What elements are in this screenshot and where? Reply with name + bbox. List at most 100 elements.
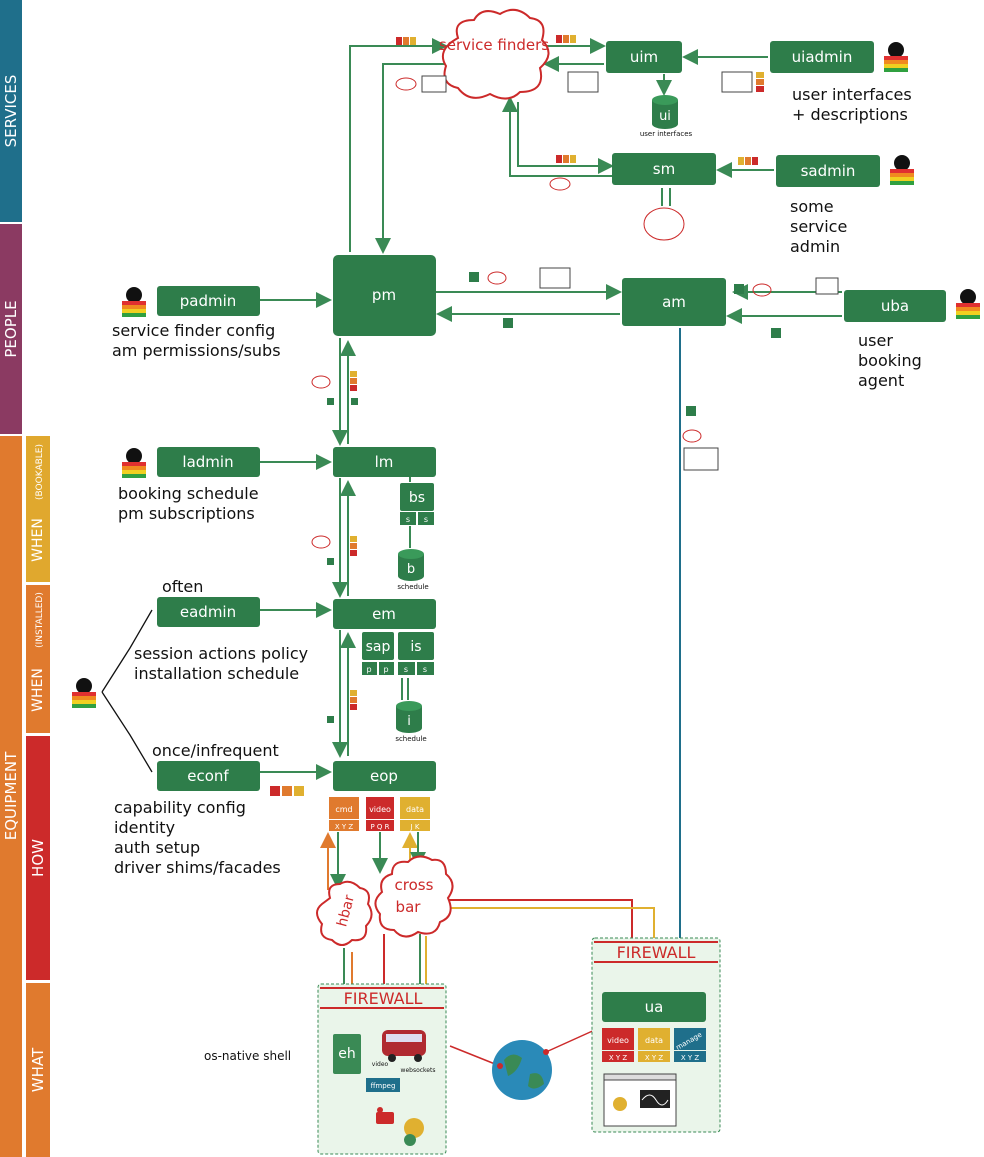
cmd-label: cmd (335, 805, 352, 814)
box-eh[interactable]: eh (333, 1034, 361, 1074)
box-is[interactable]: is s s (398, 632, 434, 675)
box-econf[interactable]: econf (157, 761, 260, 791)
band-people (0, 224, 22, 434)
crossbar-label-2: bar (396, 898, 422, 916)
bs-slot-2-label: s (424, 515, 428, 524)
ua-stream-manage[interactable]: manage X Y Z (674, 1028, 706, 1062)
person-icon-uiadmin (884, 42, 908, 72)
sap-slot-1-label: p (366, 665, 371, 674)
side-bands: SERVICES PEOPLE EQUIPMENT WHEN (BOOKABLE… (0, 0, 50, 1157)
stream-cmd[interactable]: cmd X Y Z (329, 797, 359, 831)
box-uim[interactable]: uim (606, 41, 682, 73)
box-lm[interactable]: lm (333, 447, 436, 477)
data-sub-label: J K (410, 823, 420, 831)
uiadmin-label: uiadmin (792, 48, 853, 66)
line-person-to-econf (101, 691, 153, 773)
uba-desc-3: agent (858, 371, 904, 390)
econf-desc-4: driver shims/facades (114, 858, 281, 877)
websockets-label: websockets (401, 1067, 436, 1074)
person-icon-uba (956, 289, 980, 319)
box-em[interactable]: em (333, 599, 436, 629)
ua-stream-video[interactable]: video X Y Z (602, 1028, 634, 1062)
band-services-label: SERVICES (2, 75, 20, 148)
window-token-icon (421, 71, 839, 471)
band-services (0, 0, 22, 222)
box-sm[interactable]: sm (612, 153, 716, 185)
sadmin-desc-1: some (790, 197, 834, 216)
ui-store-label: ui (659, 109, 671, 124)
band-how (26, 736, 50, 980)
eadmin-desc-2: installation schedule (134, 664, 299, 683)
box-pm[interactable]: pm (333, 255, 436, 336)
stream-video[interactable]: video P Q R (366, 797, 394, 831)
ffmpeg-label: ffmpeg (371, 1082, 396, 1090)
person-icon-equipment-admin (72, 678, 96, 708)
box-ladmin[interactable]: ladmin (157, 447, 260, 477)
service-finders-label: service finders (439, 36, 549, 54)
service-finders-shape (442, 8, 550, 100)
person-icon-ladmin (122, 448, 146, 478)
device-icon (404, 1118, 424, 1146)
b-store-caption: schedule (397, 583, 428, 591)
box-uba[interactable]: uba (844, 290, 946, 322)
box-sadmin[interactable]: sadmin (776, 155, 880, 187)
store-b[interactable]: b schedule (397, 549, 429, 591)
band-when-installed (26, 585, 50, 733)
box-sap[interactable]: sap p p (362, 632, 394, 675)
is-slot-2-label: s (423, 665, 427, 674)
band-what-label: WHAT (29, 1047, 47, 1092)
stream-data[interactable]: data J K (400, 797, 430, 831)
uiadmin-desc-1: user interfaces (792, 85, 912, 104)
i-store-caption: schedule (395, 735, 426, 743)
box-padmin[interactable]: padmin (157, 286, 260, 316)
van-icon (382, 1030, 426, 1062)
store-i[interactable]: i schedule (395, 701, 427, 743)
uba-label: uba (881, 297, 909, 315)
firewall-label-user: FIREWALL (617, 943, 696, 962)
box-bs[interactable]: bs s s (400, 483, 434, 525)
box-eop[interactable]: eop (333, 761, 436, 791)
sadmin-desc-2: service (790, 217, 847, 236)
uba-desc-2: booking (858, 351, 922, 370)
ua-data-sub: X Y Z (645, 1054, 664, 1062)
b-store-label: b (407, 562, 415, 577)
arrow-sf-to-sm (517, 102, 614, 174)
box-am[interactable]: am (622, 278, 726, 326)
box-ua[interactable]: ua (602, 992, 706, 1022)
ui-store-caption: user interfaces (640, 130, 693, 138)
eadmin-desc-1: session actions policy (134, 644, 308, 663)
band-what (26, 983, 50, 1157)
service-finders-cloud[interactable]: service finders (439, 8, 550, 100)
store-ui[interactable]: ui user interfaces (640, 95, 693, 138)
eop-label: eop (370, 767, 398, 785)
crossbar-cloud[interactable]: cross bar (374, 855, 454, 938)
uiadmin-desc-2: + descriptions (792, 105, 908, 124)
box-ffmpeg[interactable]: ffmpeg (366, 1078, 400, 1092)
cloud-token-icon (311, 77, 772, 549)
line-person-to-eadmin (101, 609, 153, 693)
arrow-sm-to-sf (502, 96, 612, 177)
person-icons (72, 42, 980, 1122)
econf-desc-1: capability config (114, 798, 246, 817)
box-uiadmin[interactable]: uiadmin (770, 41, 874, 73)
hbar-cloud[interactable]: hbar (316, 880, 373, 946)
ladmin-desc-1: booking schedule (118, 484, 259, 503)
ua-label: ua (645, 998, 664, 1016)
econf-desc-2: identity (114, 818, 175, 837)
crossbar-label-1: cross (395, 876, 434, 894)
sap-label: sap (366, 639, 391, 655)
sm-label: sm (653, 160, 675, 178)
firewall-equipment: FIREWALL (317, 983, 447, 1155)
i-store-label: i (407, 714, 411, 729)
band-when-bookable-label: WHEN (30, 518, 46, 562)
padmin-desc-2: am permissions/subs (112, 341, 281, 360)
video-label: video (369, 805, 391, 814)
band-when-installed-label: WHEN (30, 668, 46, 712)
cmd-sub-label: X Y Z (335, 823, 354, 831)
os-native-label: os-native shell (204, 1049, 291, 1063)
band-how-label: HOW (29, 839, 47, 877)
ua-stream-data[interactable]: data X Y Z (638, 1028, 670, 1062)
econf-desc-3: auth setup (114, 838, 200, 857)
box-eadmin[interactable]: eadmin (157, 597, 260, 627)
